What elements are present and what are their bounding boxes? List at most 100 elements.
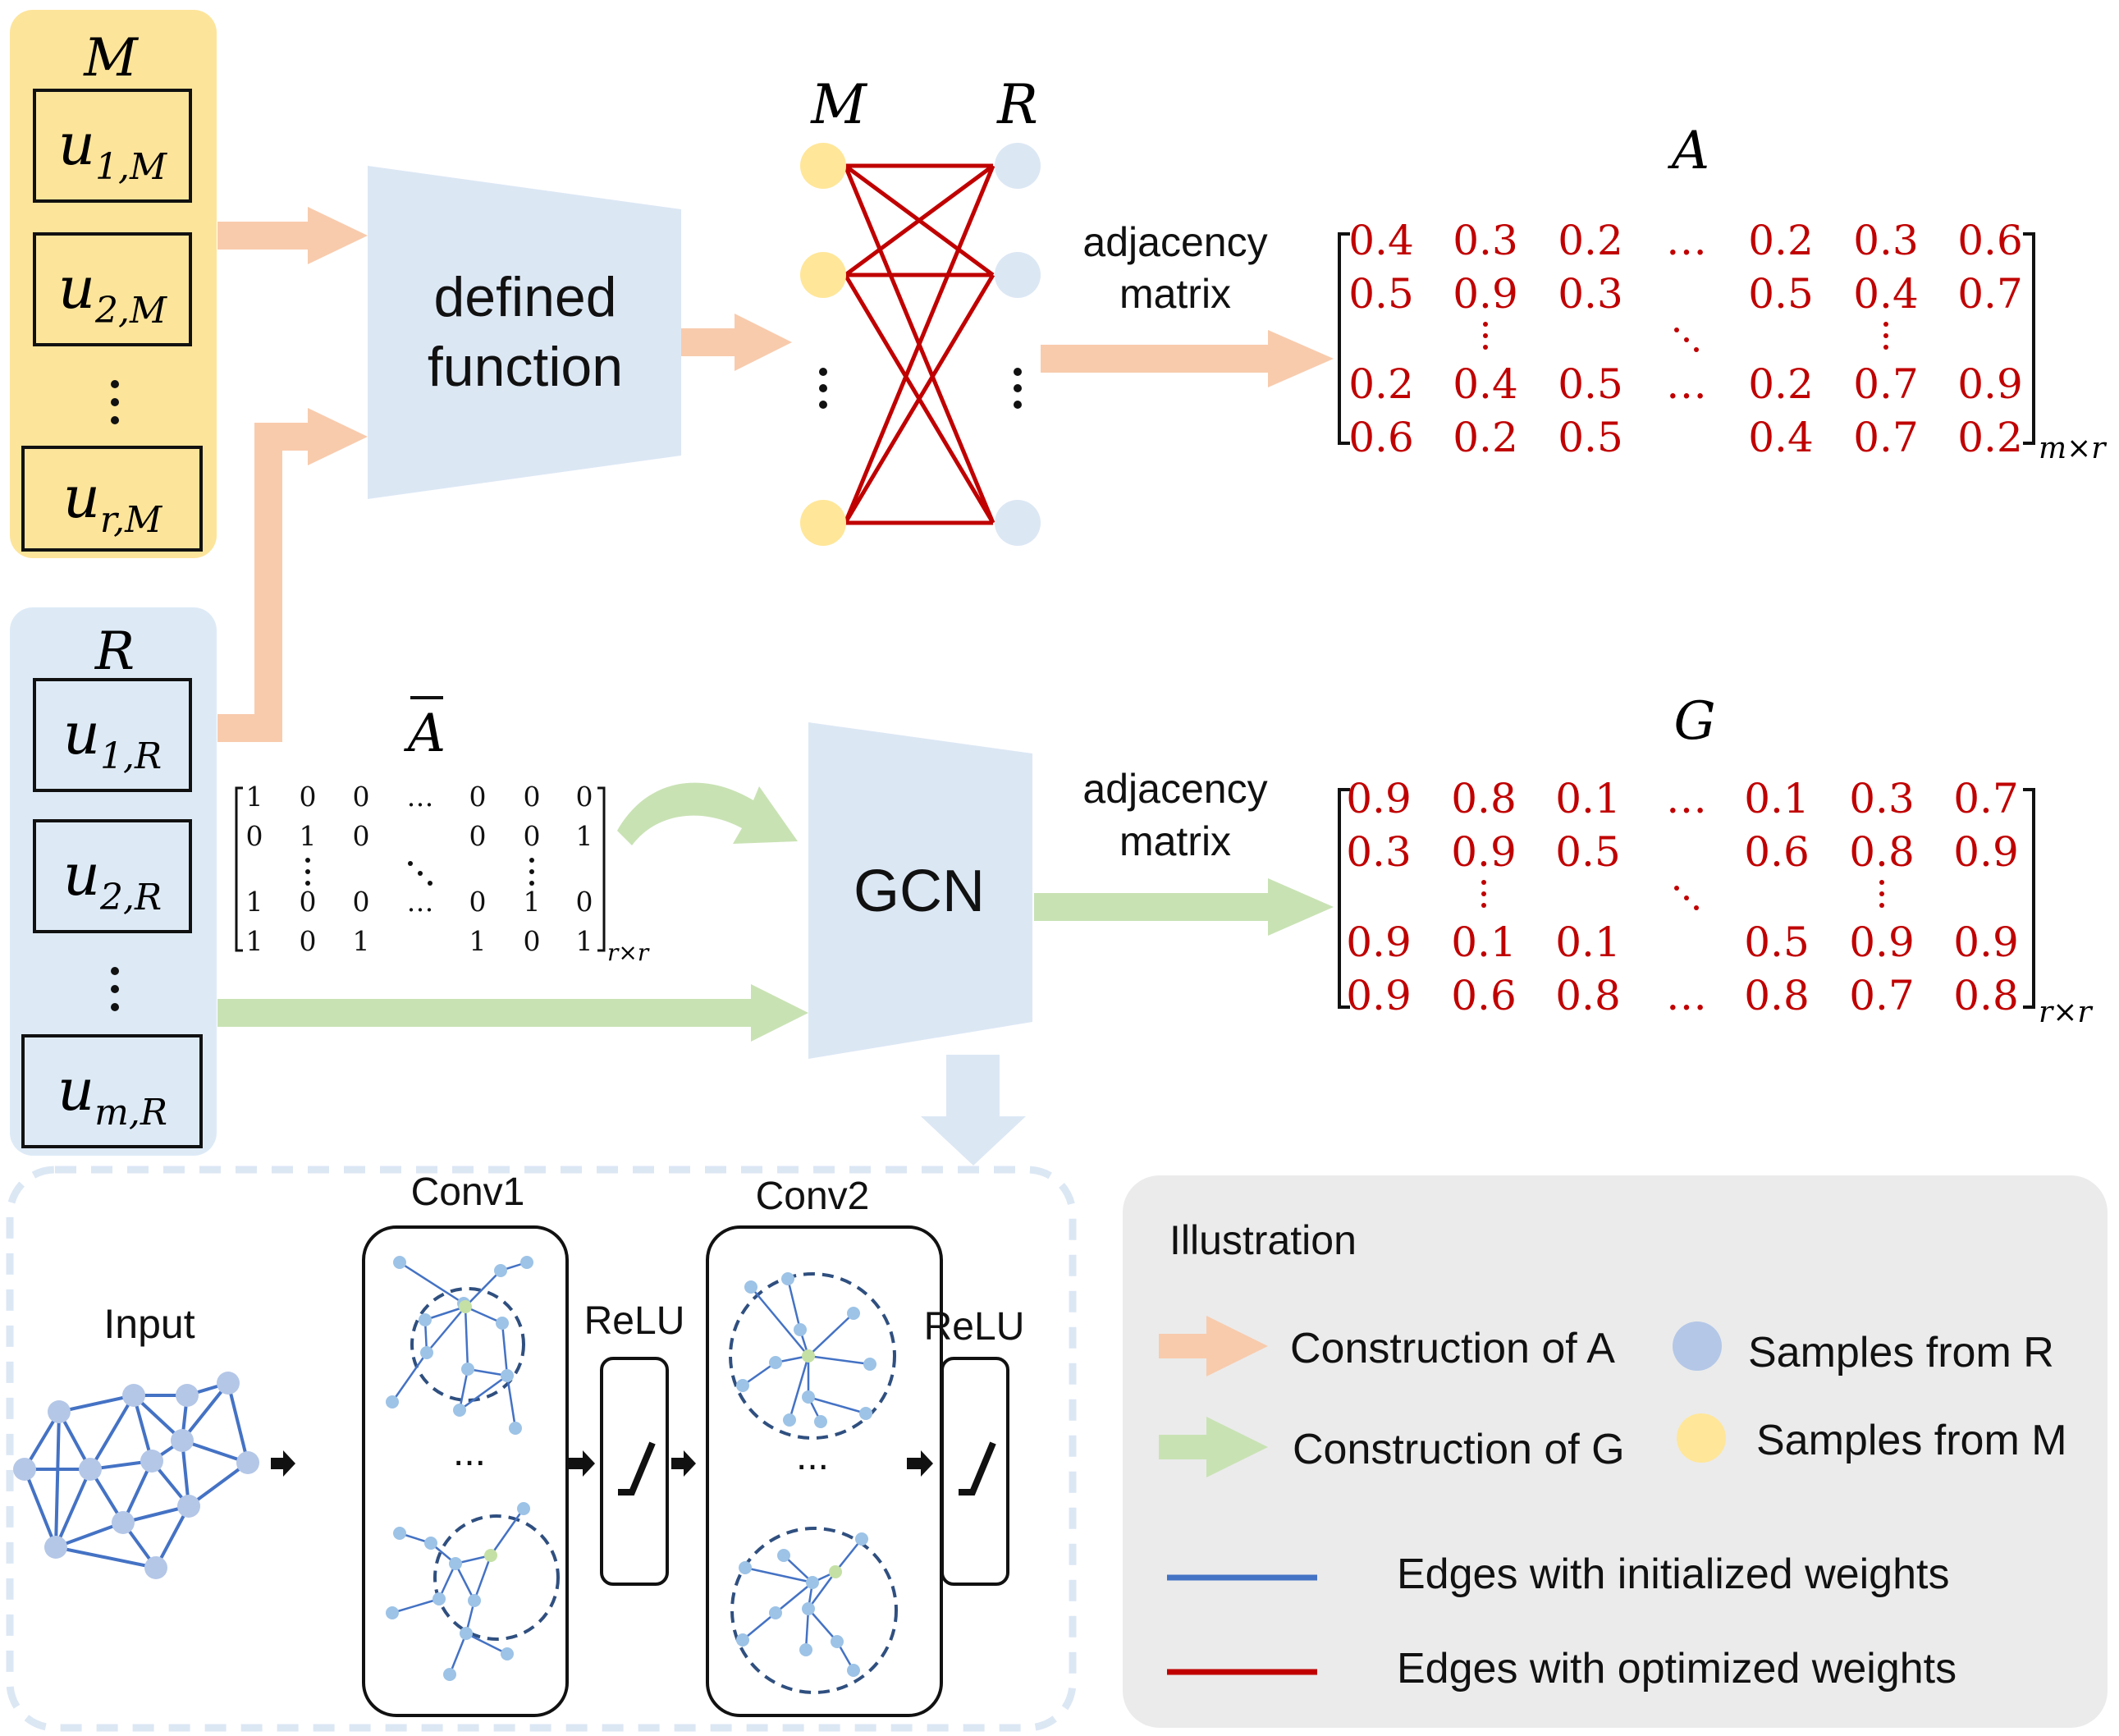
- matrix-cell: 0.8: [1555, 972, 1621, 1019]
- matrix-ddot: [1694, 905, 1699, 910]
- graph-edge: [808, 1395, 867, 1415]
- graph-node: [829, 1565, 842, 1578]
- matrix-vdot: [1481, 891, 1486, 896]
- adjacency-label-top-line1: adjacency: [1082, 219, 1267, 265]
- urm-box: [21, 446, 203, 552]
- graph-node: [140, 1450, 163, 1473]
- relu2-label: ReLU: [924, 1305, 1025, 1349]
- legend-edges-optimized: Edges with optimized weights: [1397, 1645, 1957, 1692]
- m-sample-group: M u1,M u2,M ur,M: [10, 10, 217, 558]
- graph-edge: [489, 1508, 525, 1556]
- matrix-cell: 1: [246, 925, 263, 957]
- matrix-cell: 0: [576, 781, 593, 813]
- abar-to-gcn-curved-arrow: [617, 782, 798, 845]
- matrix-cell: 0.8: [1744, 972, 1810, 1019]
- graph-edge: [187, 1461, 249, 1508]
- matrix-cell: 0.8: [1849, 828, 1915, 876]
- legend-title: Illustration: [1169, 1217, 1357, 1263]
- matrix-cell: 0.6: [1451, 972, 1517, 1019]
- matrix-cell: 0.2: [1748, 217, 1814, 264]
- matrix-cell: 0.9: [1849, 918, 1915, 966]
- matrix-vdot: [305, 869, 310, 874]
- graph-edge: [742, 1612, 776, 1641]
- graph-edge: [750, 1286, 809, 1357]
- matrix-cell: 0.5: [1555, 828, 1621, 876]
- graph-edge: [808, 1608, 838, 1642]
- graph-edge: [227, 1382, 249, 1463]
- graph-node: [855, 1532, 868, 1546]
- conv1-ellipsis: ...: [453, 1431, 486, 1474]
- matrix-a-label: A: [1668, 121, 1709, 181]
- graph-edge: [154, 1505, 190, 1569]
- legend-yellow-node-icon: [1677, 1413, 1726, 1463]
- matrix-vdot: [529, 858, 534, 863]
- r-to-function-arrow: [217, 408, 368, 742]
- graph-edge: [54, 1468, 92, 1548]
- graph-node: [236, 1451, 259, 1474]
- graph-edge: [465, 1632, 508, 1656]
- r-sample-group: R u1,R u2,R um,R: [10, 607, 217, 1156]
- graph-node: [468, 1594, 481, 1607]
- matrix-cell: 0.1: [1744, 775, 1810, 822]
- matrix-cell: 1: [353, 925, 370, 957]
- graph-edge: [742, 1361, 776, 1387]
- graph-edge: [391, 1352, 428, 1403]
- graph-node: [736, 1379, 749, 1392]
- graph-node: [48, 1400, 71, 1423]
- r-node: [995, 143, 1041, 189]
- matrix-cell: 0.9: [1451, 828, 1517, 876]
- gcn-expand-arrow: [921, 1055, 1026, 1166]
- m-node: [800, 143, 846, 189]
- u1m-box: [33, 89, 192, 203]
- matrix-a-bar-right-bracket: [597, 786, 606, 952]
- matrix-cell: 0.7: [1849, 972, 1915, 1019]
- matrix-a-bar-label: A: [404, 703, 446, 764]
- matrix-ddot: [1684, 337, 1689, 342]
- receptive-field-circle: [729, 1272, 896, 1440]
- matrix-cell: 0.5: [1558, 414, 1623, 461]
- matrix-cell: 0.1: [1555, 775, 1621, 822]
- graph-edge: [458, 1368, 469, 1411]
- matrix-cell: …: [1666, 775, 1707, 822]
- matrix-cell: 0: [576, 886, 593, 918]
- receptive-field-circle: [433, 1514, 560, 1641]
- matrix-cell: 1: [246, 781, 263, 813]
- graph-edge: [399, 1261, 465, 1305]
- graph-edge: [181, 1439, 249, 1464]
- matrix-vdot: [1879, 903, 1884, 908]
- graph-edge: [835, 1538, 863, 1573]
- orange-arrows: [217, 207, 1334, 742]
- matrix-cell: 0.5: [1744, 918, 1810, 966]
- conv2-subgraph-bottom: [730, 1527, 898, 1694]
- matrix-cell: 1: [576, 925, 593, 957]
- matrix-vdot: [1879, 891, 1884, 896]
- matrix-cell: 0.9: [1957, 360, 2023, 408]
- graph-node: [736, 1633, 749, 1647]
- matrix-g-label: G: [1673, 691, 1715, 752]
- relu1-box: [600, 1357, 669, 1586]
- matrix-cell: 0.6: [1348, 414, 1414, 461]
- matrix-ddot: [1674, 886, 1679, 891]
- relu2-curve-icon: [959, 1441, 996, 1496]
- matrix-vdot: [1481, 880, 1486, 885]
- matrix-cell: 1: [576, 820, 593, 852]
- graph-edge: [55, 1546, 157, 1569]
- conv2-subgraph-top: [729, 1272, 896, 1440]
- legend-orange-arrow: [1159, 1316, 1268, 1376]
- matrix-vdot: [1483, 333, 1488, 338]
- graph-node: [744, 1280, 757, 1294]
- matrix-cell: 0: [300, 886, 317, 918]
- graph-node: [769, 1356, 782, 1369]
- u2r-label: u2,R: [63, 841, 162, 918]
- graph-edge: [55, 1521, 124, 1549]
- graph-edge: [465, 1305, 503, 1325]
- matrix-cell: 0.9: [1953, 828, 2019, 876]
- graph-edge: [786, 1278, 802, 1331]
- graph-edge: [58, 1394, 135, 1413]
- legend-samples-r: Samples from R: [1748, 1329, 2054, 1376]
- graph-node: [814, 1415, 827, 1428]
- matrix-g-right-bracket: [2023, 788, 2035, 1009]
- graph-node: [393, 1527, 406, 1540]
- graph-node: [847, 1307, 860, 1320]
- matrix-cell: 0: [469, 820, 487, 852]
